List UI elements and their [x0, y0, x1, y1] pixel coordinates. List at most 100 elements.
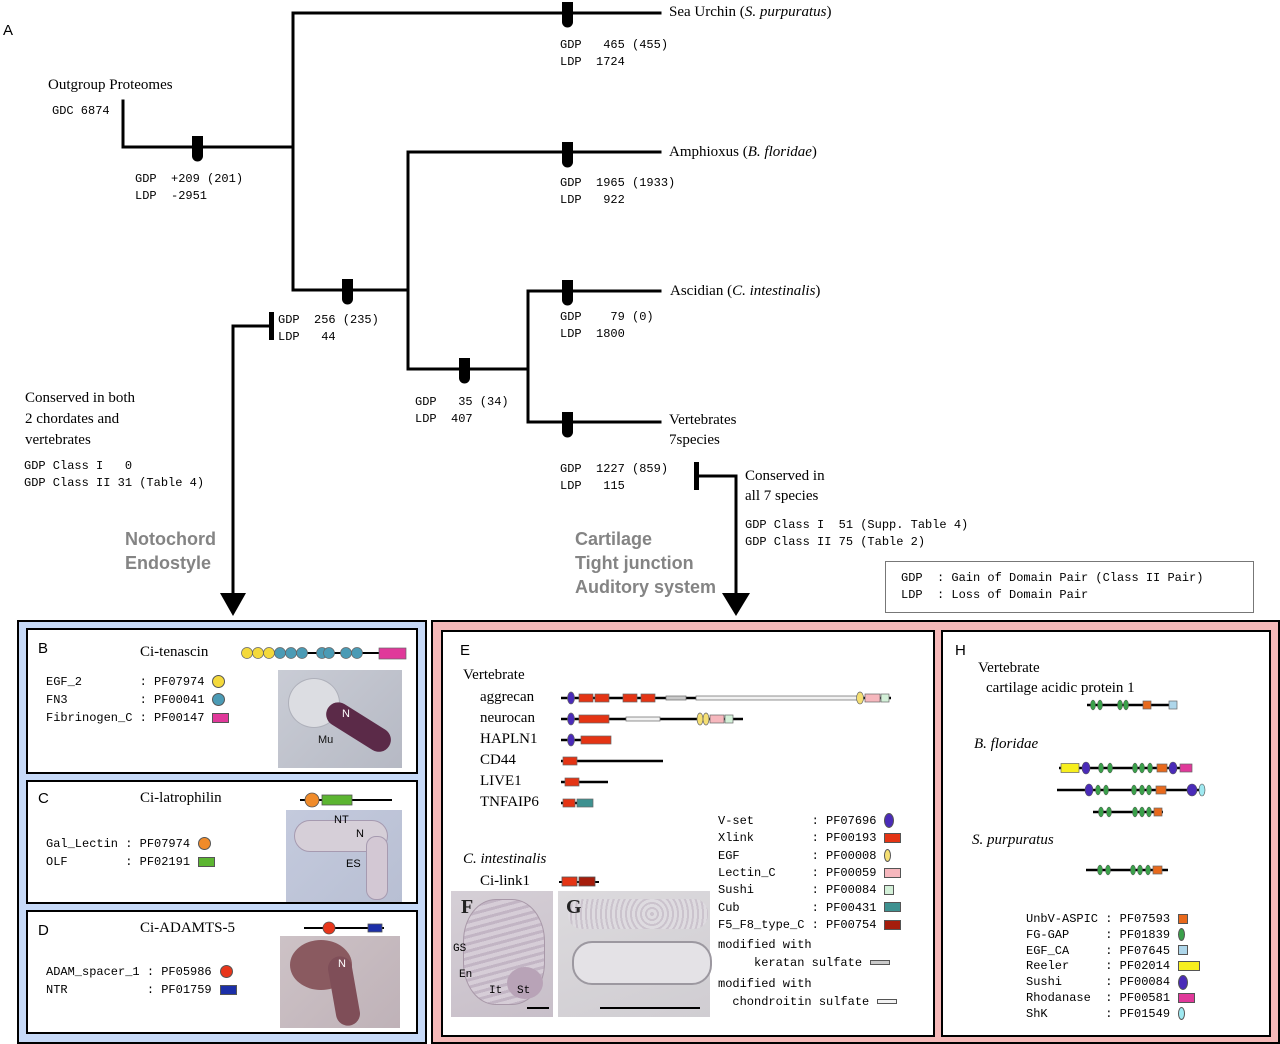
conserved-vertebrates-class2: GDP Class II 75 (Table 2) [745, 535, 926, 549]
vset-swatch [884, 813, 895, 829]
legend-row: F5_F8_type_C : PF00754 [718, 917, 902, 934]
legend-text: Xlink : PF00193 [718, 831, 877, 846]
outgroup-gdc: GDC 6874 [52, 104, 110, 118]
panel-label-f: F [461, 896, 474, 918]
chondroitin-swatch [877, 999, 898, 1005]
photo-g: G [558, 891, 712, 1017]
shk-domain [1198, 783, 1206, 797]
lectin_c-swatch [884, 867, 902, 878]
olfactore-gdp: GDP 35 (34) [415, 395, 509, 409]
photo-label-es: ES [346, 858, 361, 870]
gdp-ldp-legend: GDP : Gain of Domain Pair (Class II Pair… [885, 561, 1254, 613]
panel-label-e: E [460, 642, 471, 659]
function-right-1: Cartilage [575, 529, 653, 549]
ci-adamts5-title: Ci-ADAMTS-5 [140, 920, 236, 936]
fggap-domain [1107, 762, 1113, 774]
legend-text: Cub : PF00431 [718, 900, 877, 915]
marker-olfactore [459, 358, 471, 384]
fn3-domain [323, 647, 335, 659]
h-cartilage-protein-label: cartilage acidic protein 1 [986, 680, 1135, 696]
ntr-domain [367, 923, 383, 933]
legend-text: UnbV-ASPIC : PF07593 [1026, 912, 1171, 926]
egf-domain [696, 712, 704, 726]
egf2-domain [252, 647, 264, 659]
photo-f: F GS En It St [451, 891, 553, 1017]
legend-text: EGF : PF00008 [718, 848, 877, 863]
protein-label-aggrecan: aggrecan [480, 689, 535, 705]
fggap-domain [1132, 762, 1138, 774]
photo-label-nt: NT [334, 814, 349, 826]
scale-bar-f [527, 1007, 549, 1009]
h-bfloridae-label: B. floridae [974, 736, 1039, 752]
reeler-domain [1060, 763, 1080, 773]
sea-urchin-ldp: LDP 1724 [560, 55, 625, 69]
legend-row: Sushi : PF00084 [1026, 974, 1189, 991]
fibrinogen-c-domain [378, 647, 407, 660]
arrow-conserved-chordates [231, 324, 273, 597]
rhodanase-domain [1179, 763, 1193, 773]
legend-row: V-set : PF07696 [718, 813, 895, 830]
legend-text: FG-GAP : PF01839 [1026, 927, 1171, 942]
gal_lectin-swatch [198, 837, 212, 851]
legend-row: ADAM_spacer_1 : PF05986 [46, 964, 233, 981]
unbv-domain [1156, 763, 1168, 773]
legend-row: OLF : PF02191 [46, 854, 216, 871]
legend-row: ShK : PF01549 [1026, 1006, 1186, 1023]
photo-label-gs: GS [453, 943, 467, 955]
sushi_h-domain [1084, 783, 1094, 797]
fggap-domain [1098, 762, 1104, 774]
egf2-domain [241, 647, 253, 659]
fggap-domain [1146, 806, 1152, 818]
reeler-swatch [1178, 961, 1201, 972]
protein-label-live1: LIVE1 [480, 773, 522, 789]
legend-text: Reeler : PF02014 [1026, 959, 1171, 974]
panel-h: H Vertebrate cartilage acidic protein 1 … [941, 630, 1271, 1037]
adam-spacer-domain [322, 921, 336, 935]
xlink-domain [578, 714, 610, 724]
protein-label-neurocan: neurocan [480, 710, 535, 726]
vertebrate-domain-diagrams [561, 691, 891, 808]
egfca-swatch [1178, 945, 1189, 956]
legend-row: EGF_2 : PF07974 [46, 674, 226, 691]
shk-swatch [1178, 1007, 1186, 1021]
taxon-vertebrates: Vertebrates [669, 412, 737, 428]
vertebrates-gdp: GDP 1227 (859) [560, 462, 669, 476]
panel-label-a: A [3, 22, 14, 39]
modification-label: chondroitin sulfate [718, 994, 898, 1011]
fggap-domain [1139, 762, 1145, 774]
fggap-domain [1132, 806, 1138, 818]
xlink-swatch [884, 833, 902, 844]
root-ldp: LDP -2951 [135, 189, 208, 203]
gal-lectin-domain [304, 792, 320, 808]
legend-row: Reeler : PF02014 [1026, 958, 1201, 975]
arrowhead-left [220, 593, 246, 616]
unbv-domain [1155, 785, 1167, 795]
fggap-domain [1123, 699, 1129, 711]
sushi_e-domain [724, 714, 734, 724]
fn3-domain [351, 647, 363, 659]
fggap-domain [1097, 699, 1103, 711]
taxon-sea-urchin: Sea Urchin (S. purpuratus) [669, 4, 832, 20]
fggap-domain [1117, 699, 1123, 711]
function-right-2: Tight junction [575, 553, 694, 573]
photo-label-n: N [338, 958, 346, 970]
cub-domain [576, 798, 594, 808]
taxon-amphioxus: Amphioxus (B. floridae) [669, 144, 817, 160]
ci-latrophilin-domain-diagram [300, 792, 392, 808]
vertebrates-ldp: LDP 115 [560, 479, 625, 493]
h-vertebrate-label: Vertebrate [978, 660, 1040, 676]
phylogenetic-tree [121, 2, 750, 616]
root-gdp: GDP +209 (201) [135, 172, 244, 186]
legend-row: Rhodanase : PF00581 [1026, 990, 1196, 1007]
legend-text: NTR : PF01759 [46, 983, 212, 997]
adam_spacer-swatch [219, 965, 233, 979]
marker-chordate [342, 279, 353, 305]
unbv-domain [1142, 700, 1152, 710]
photo-label-it: It [489, 985, 503, 997]
ntr-swatch [219, 984, 237, 995]
legend-row: NTR : PF01759 [46, 982, 237, 999]
taxon-vertebrates-count: 7species [669, 432, 720, 448]
sea-urchin-gdp: GDP 465 (455) [560, 38, 669, 52]
ci-adamts5-domain-diagram [304, 921, 384, 935]
fn3-domain [285, 647, 297, 659]
